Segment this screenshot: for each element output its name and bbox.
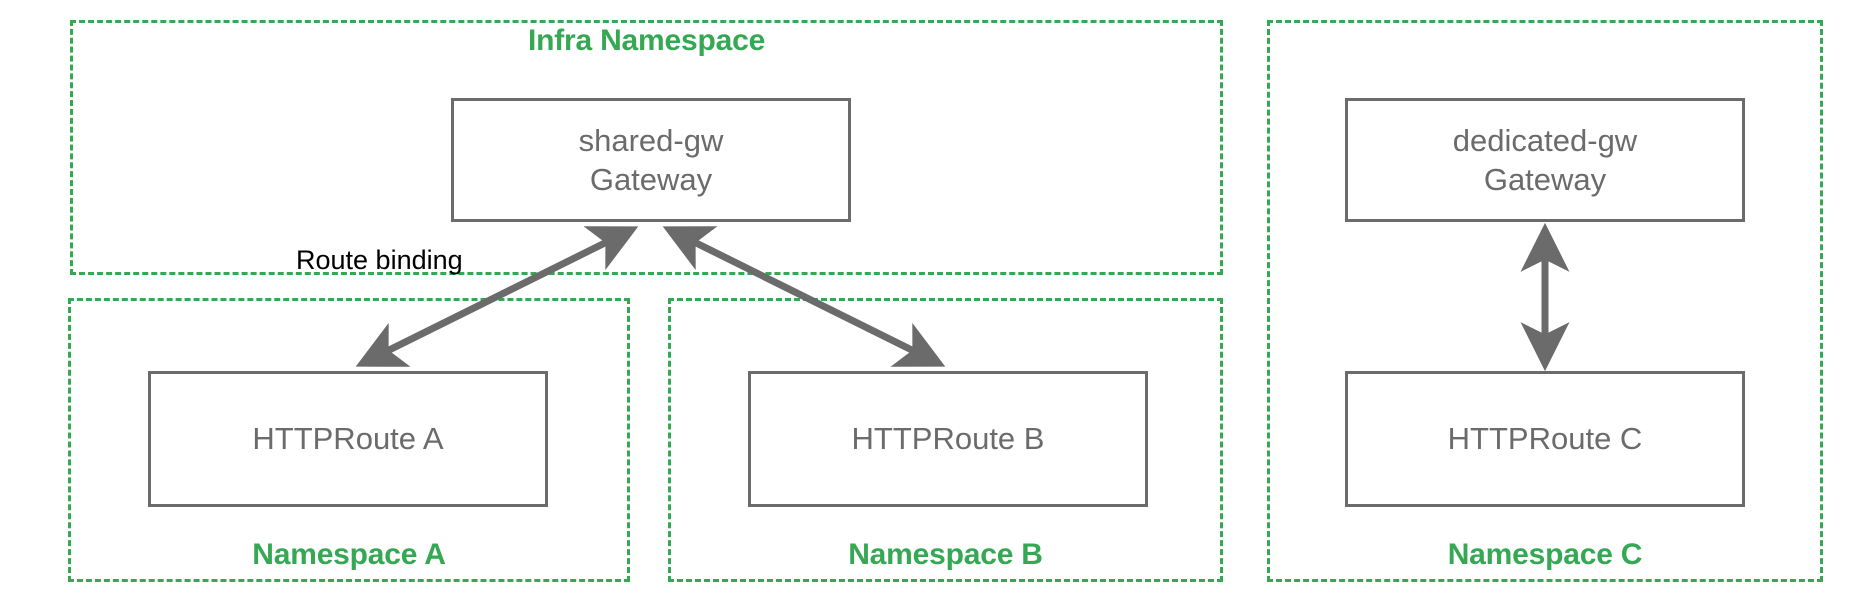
namespace-box-c bbox=[1267, 20, 1823, 582]
namespace-box-a bbox=[68, 298, 630, 582]
httproute-box-c[interactable]: HTTPRoute C bbox=[1345, 371, 1745, 507]
namespace-box-b bbox=[668, 298, 1223, 582]
httproute-box-b[interactable]: HTTPRoute B bbox=[748, 371, 1148, 507]
edge-label-route-binding: Route binding bbox=[296, 245, 463, 275]
httproute-box-a[interactable]: HTTPRoute A bbox=[148, 371, 548, 507]
gateway-box-shared-gw[interactable]: shared-gw Gateway bbox=[451, 98, 851, 222]
gateway-box-dedicated-gw[interactable]: dedicated-gw Gateway bbox=[1345, 98, 1745, 222]
namespace-box-infra bbox=[70, 20, 1223, 275]
namespace-label-b: Namespace B bbox=[848, 538, 1043, 571]
namespace-label-infra: Infra Namespace bbox=[527, 24, 766, 57]
namespace-label-a: Namespace A bbox=[252, 538, 446, 571]
namespace-label-c: Namespace C bbox=[1447, 538, 1643, 571]
